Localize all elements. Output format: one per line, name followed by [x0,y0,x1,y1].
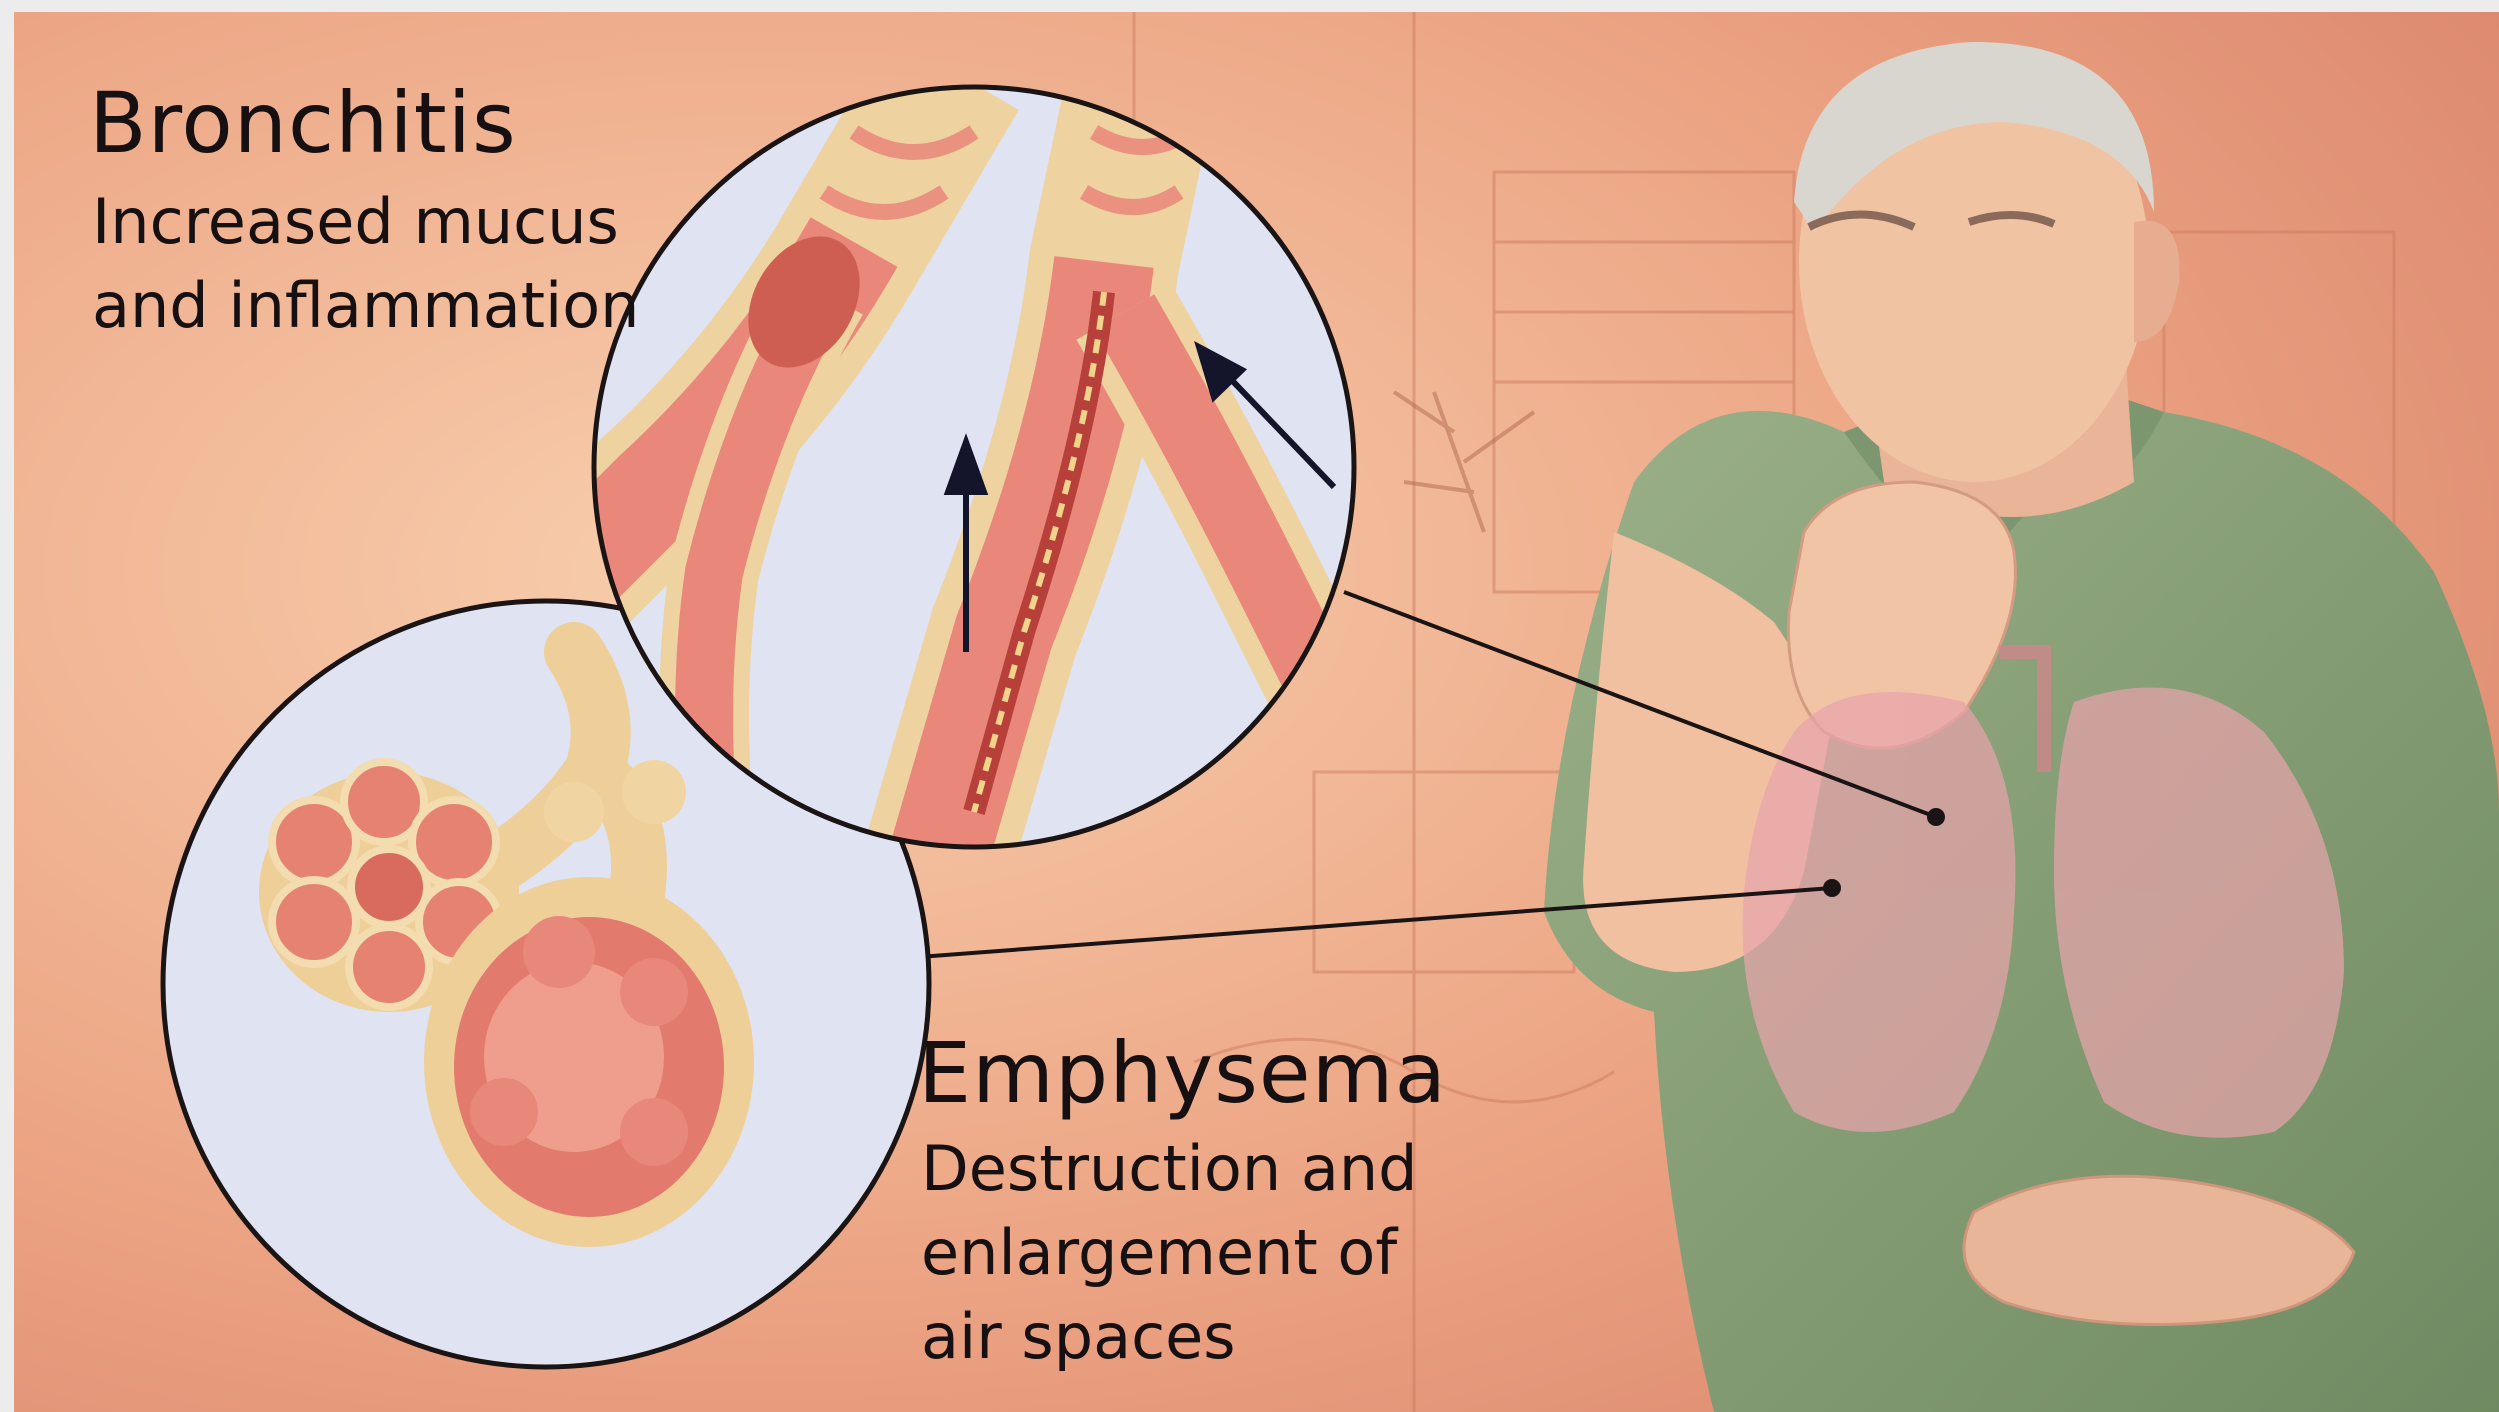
bronchitis-description: Increased mucus and inflammation [92,180,652,348]
emphysema-title: Emphysema [918,1024,1447,1122]
emphysema-description: Destruction and enlargement of air space… [921,1127,1481,1379]
bronchitis-title: Bronchitis [89,74,517,172]
emphysema-connector-dot [1823,879,1841,897]
alveoli-enlarged [424,877,754,1247]
bronchitis-connector-dot [1927,808,1945,826]
illustration-frame: Bronchitis Increased mucus and inflammat… [14,12,2499,1412]
